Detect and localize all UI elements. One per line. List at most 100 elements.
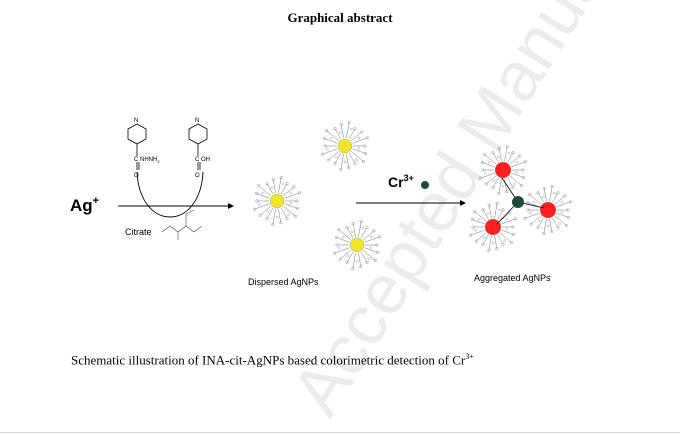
- ligand-head: [550, 230, 554, 234]
- ligand-head: [514, 217, 518, 221]
- nanoparticle-core: [494, 161, 512, 179]
- ligand-head: [366, 136, 370, 140]
- ligand-head: [347, 120, 351, 124]
- ligand-ring: [338, 131, 342, 135]
- ligand-chain: [497, 209, 504, 220]
- ligand-head: [550, 184, 554, 188]
- ligand-head: [265, 216, 269, 220]
- ligand-chain: [284, 203, 298, 209]
- ligand-head: [526, 208, 530, 212]
- ligand-chain: [360, 227, 368, 239]
- ligand-ring: [496, 155, 500, 159]
- ligand-head: [347, 166, 351, 170]
- ligand-head: [339, 168, 343, 172]
- aggregated-np-bottom: [468, 201, 518, 253]
- ligand-head: [528, 193, 532, 197]
- ligand-head: [542, 186, 546, 190]
- cr-charge: 3+: [404, 173, 414, 183]
- ligand-head: [495, 201, 499, 205]
- isonicotinic-group: C OH: [195, 157, 210, 163]
- ligand-chain: [484, 154, 497, 165]
- ligand-ring: [355, 158, 358, 162]
- ligand-chain: [364, 247, 378, 253]
- ligand-chain: [280, 183, 288, 195]
- ligand-head: [491, 151, 495, 155]
- ligand-head: [473, 210, 477, 214]
- ligand-head: [359, 265, 363, 269]
- ligand-chain: [504, 146, 508, 162]
- ligand-head: [497, 146, 501, 150]
- ligand-chain: [346, 227, 354, 239]
- nanoparticle-core: [349, 237, 365, 253]
- ligand-head: [375, 243, 379, 247]
- ligand-head: [351, 221, 355, 225]
- ligand-head: [509, 240, 513, 244]
- ligand-chain: [336, 237, 350, 243]
- ligand-head: [569, 200, 573, 204]
- ligand-head: [322, 136, 326, 140]
- ligand-chain: [360, 251, 368, 263]
- ligand-head: [468, 233, 472, 237]
- ligand-chain: [504, 178, 508, 192]
- ligand-head: [487, 249, 491, 253]
- reaction-curve: [136, 171, 204, 218]
- dispersed-np-top: [320, 120, 370, 172]
- isoniazid-molecule: [127, 123, 147, 170]
- ligand-chain: [543, 188, 547, 202]
- ligand-chain: [358, 221, 362, 238]
- caption-text: Schematic illustration of INA-cit-AgNPs …: [71, 352, 466, 368]
- ligand-chain: [501, 229, 514, 235]
- ligand-ring: [355, 259, 359, 263]
- ligand-chain: [352, 252, 356, 269]
- ligand-ring: [491, 241, 495, 245]
- ligand-chain: [529, 194, 542, 205]
- ligand-head: [333, 161, 337, 165]
- ligand-head: [563, 194, 567, 198]
- ligand-chain: [494, 235, 498, 249]
- ligand-ring: [487, 160, 491, 164]
- ligand-ring: [357, 147, 361, 150]
- ligand-head: [332, 251, 336, 255]
- ligand-ring: [258, 202, 261, 206]
- ligand-head: [364, 152, 368, 156]
- isoniazid-group: C NHNH2: [134, 157, 160, 164]
- ligand-ring: [329, 136, 333, 140]
- ligand-chain: [284, 192, 300, 199]
- ligand-head: [556, 191, 560, 195]
- ligand-chain: [488, 205, 492, 219]
- bottom-rule: [0, 432, 680, 433]
- ligand-chain: [488, 235, 492, 251]
- ligand-head: [339, 122, 343, 126]
- ligand-chain: [352, 148, 366, 154]
- caption-superscript: 3+: [465, 352, 474, 361]
- ligand-head: [511, 225, 515, 229]
- ligand-ring: [546, 224, 550, 228]
- ligand-head: [365, 226, 369, 230]
- ligand-chain: [511, 172, 524, 178]
- ligand-ring: [341, 235, 345, 239]
- nanoparticle-core: [269, 193, 285, 209]
- ligand-head: [512, 233, 516, 237]
- ligand-chain: [362, 249, 376, 261]
- ligand-ring: [270, 186, 274, 190]
- ligand-chain: [324, 138, 338, 144]
- ligand-chain: [348, 128, 356, 140]
- ligand-head: [518, 154, 522, 158]
- ligand-head: [353, 161, 357, 165]
- ligand-chain: [348, 152, 356, 164]
- ligand-head: [519, 183, 523, 187]
- ligand-head: [373, 258, 377, 262]
- ligand-head: [285, 216, 289, 220]
- ligand-head: [481, 208, 485, 212]
- dispersed-np-left: [252, 175, 302, 227]
- ligand-chain: [509, 175, 522, 186]
- ligand-head: [279, 221, 283, 225]
- ligand-ring: [266, 210, 270, 214]
- ligand-chain: [474, 211, 487, 222]
- page-title: Graphical abstract: [287, 10, 393, 25]
- ligand-chain: [260, 205, 272, 216]
- ligand-ring: [367, 257, 370, 261]
- ligand-ring: [477, 217, 481, 221]
- ligand-head: [298, 191, 302, 195]
- ligand-head: [257, 184, 261, 188]
